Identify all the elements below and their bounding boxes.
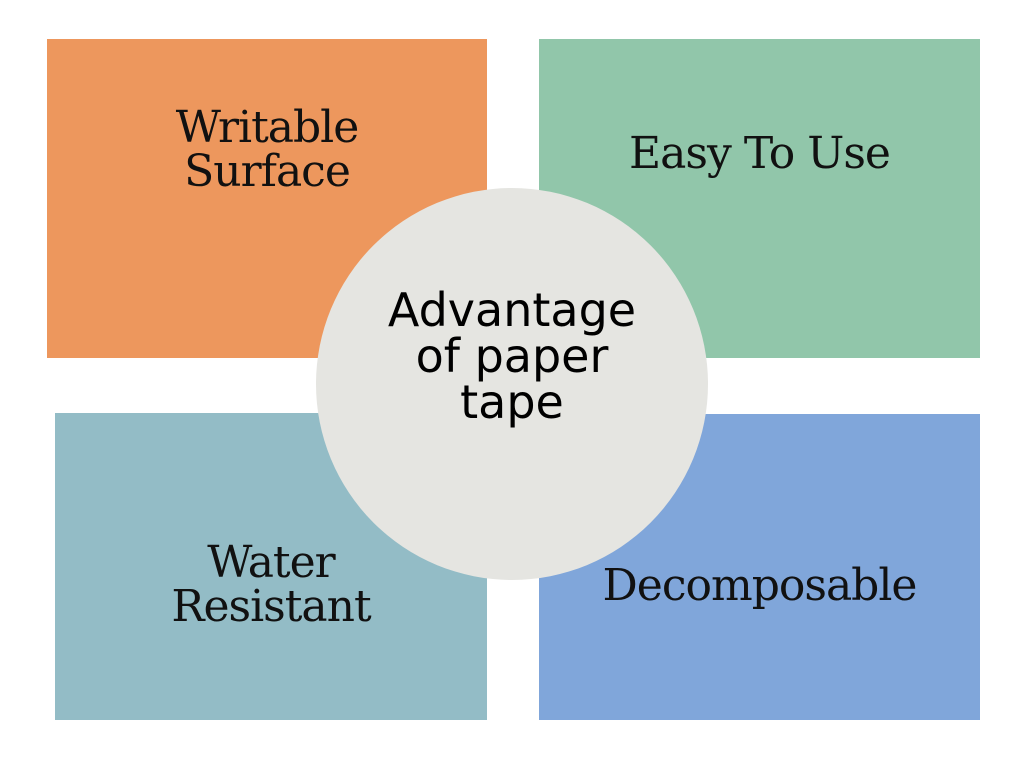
center-title: Advantage of paper tape	[387, 283, 637, 429]
center-circle: Advantage of paper tape	[316, 188, 708, 580]
quadrant-label: Water Resistant	[171, 537, 371, 632]
quadrant-writable-surface: Writable Surface	[47, 39, 487, 358]
quadrant-label: Decomposable	[602, 560, 918, 611]
quadrant-label: Easy To Use	[629, 128, 891, 179]
quadrant-water-resistant: Water Resistant	[55, 413, 487, 720]
quadrant-label: Writable Surface	[175, 102, 360, 197]
